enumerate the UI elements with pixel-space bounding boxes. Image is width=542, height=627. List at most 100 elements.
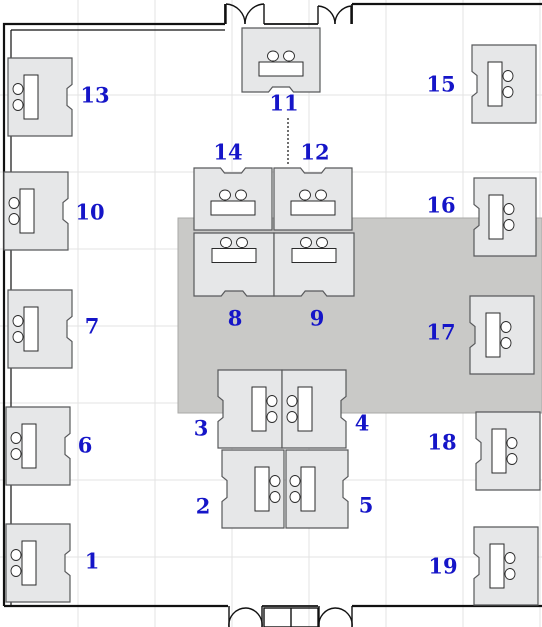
booth-chair [504, 568, 516, 580]
booth-table [23, 74, 39, 120]
booth-number-label: 5 [359, 493, 374, 518]
booth-outline [3, 171, 69, 251]
booth-5[interactable] [285, 449, 349, 529]
booth-19[interactable] [473, 526, 539, 606]
booth-13[interactable] [7, 57, 73, 137]
booth-table [291, 248, 337, 263]
booth-chair [266, 395, 278, 407]
booth-outline [473, 177, 537, 257]
booth-table [254, 466, 270, 512]
booth-15[interactable] [471, 44, 537, 124]
booth-outline [285, 449, 349, 529]
booth-number-label: 8 [228, 306, 243, 331]
booth-table [290, 200, 336, 216]
booth-number-label: 6 [78, 433, 93, 458]
booth-chair [500, 321, 512, 333]
booth-table [489, 543, 505, 589]
booth-number-label: 4 [355, 411, 370, 436]
booth-outline [281, 369, 347, 449]
booth-7[interactable] [7, 289, 73, 369]
booth-chair [506, 437, 518, 449]
booth-table [258, 61, 304, 77]
booth-number-label: 1 [85, 549, 100, 574]
booth-2[interactable] [221, 449, 285, 529]
booth-9[interactable] [273, 232, 355, 297]
door-top-left [225, 3, 265, 25]
booth-chair [289, 491, 301, 503]
booth-18[interactable] [475, 411, 541, 491]
booth-chair [299, 189, 311, 201]
door-top-right [317, 5, 352, 25]
door-bottom-right [318, 606, 353, 627]
booth-chair [283, 50, 295, 62]
booth-table [300, 466, 316, 512]
booth-number-label: 7 [85, 314, 100, 339]
booth-outline [273, 232, 355, 297]
booth-outline [221, 449, 285, 529]
booth-number-label: 19 [428, 554, 457, 579]
booth-chair [10, 549, 22, 561]
booth-outline [241, 27, 321, 93]
booth-chair [286, 411, 298, 423]
booth-chair [269, 475, 281, 487]
booth-outline [7, 57, 73, 137]
booth-3[interactable] [217, 369, 283, 449]
booth-1[interactable] [5, 523, 71, 603]
booth-14[interactable] [193, 167, 273, 231]
booth-number-label: 11 [269, 91, 298, 116]
booth-table [211, 248, 257, 263]
booth-chair [500, 337, 512, 349]
booth-chair [220, 237, 232, 248]
booth-table [488, 194, 504, 240]
booth-6[interactable] [5, 406, 71, 486]
booths [3, 27, 541, 606]
booth-outline [473, 526, 539, 606]
booth-table [297, 386, 313, 432]
booth-number-label: 15 [426, 72, 455, 97]
booth-17[interactable] [469, 295, 535, 375]
booth-chair [502, 70, 514, 82]
booth-chair [10, 432, 22, 444]
booth-number-label: 17 [426, 320, 455, 345]
booth-outline [7, 289, 73, 369]
booth-table [485, 312, 501, 358]
booth-chair [503, 219, 515, 231]
booth-number-label: 9 [310, 306, 325, 331]
booth-outline [471, 44, 537, 124]
booth-number-label: 13 [80, 83, 109, 108]
booth-outline [193, 232, 275, 297]
booth-number-label: 14 [213, 140, 242, 165]
booth-8[interactable] [193, 232, 275, 297]
booth-10[interactable] [3, 171, 69, 251]
booth-table [210, 200, 256, 216]
booth-number-label: 3 [194, 416, 209, 441]
booth-16[interactable] [473, 177, 537, 257]
booth-chair [12, 331, 24, 343]
booth-chair [269, 491, 281, 503]
booth-number-label: 2 [196, 494, 211, 519]
booth-table [23, 306, 39, 352]
booth-table [251, 386, 267, 432]
booth-number-label: 18 [427, 430, 456, 455]
booth-chair [289, 475, 301, 487]
booth-table [21, 423, 37, 469]
booth-chair [506, 453, 518, 465]
booth-chair [503, 203, 515, 215]
booth-chair [12, 315, 24, 327]
booth-chair [267, 50, 279, 62]
booth-11[interactable] [241, 27, 321, 93]
booth-chair [12, 83, 24, 95]
booth-number-label: 10 [75, 200, 104, 225]
booth-4[interactable] [281, 369, 347, 449]
booth-number-label: 16 [426, 193, 455, 218]
booth-chair [266, 411, 278, 423]
booth-outline [5, 523, 71, 603]
booth-chair [10, 565, 22, 577]
booth-outline [193, 167, 273, 231]
booth-12[interactable] [273, 167, 353, 231]
booth-chair [300, 237, 312, 248]
booth-chair [8, 197, 20, 209]
booth-outline [5, 406, 71, 486]
